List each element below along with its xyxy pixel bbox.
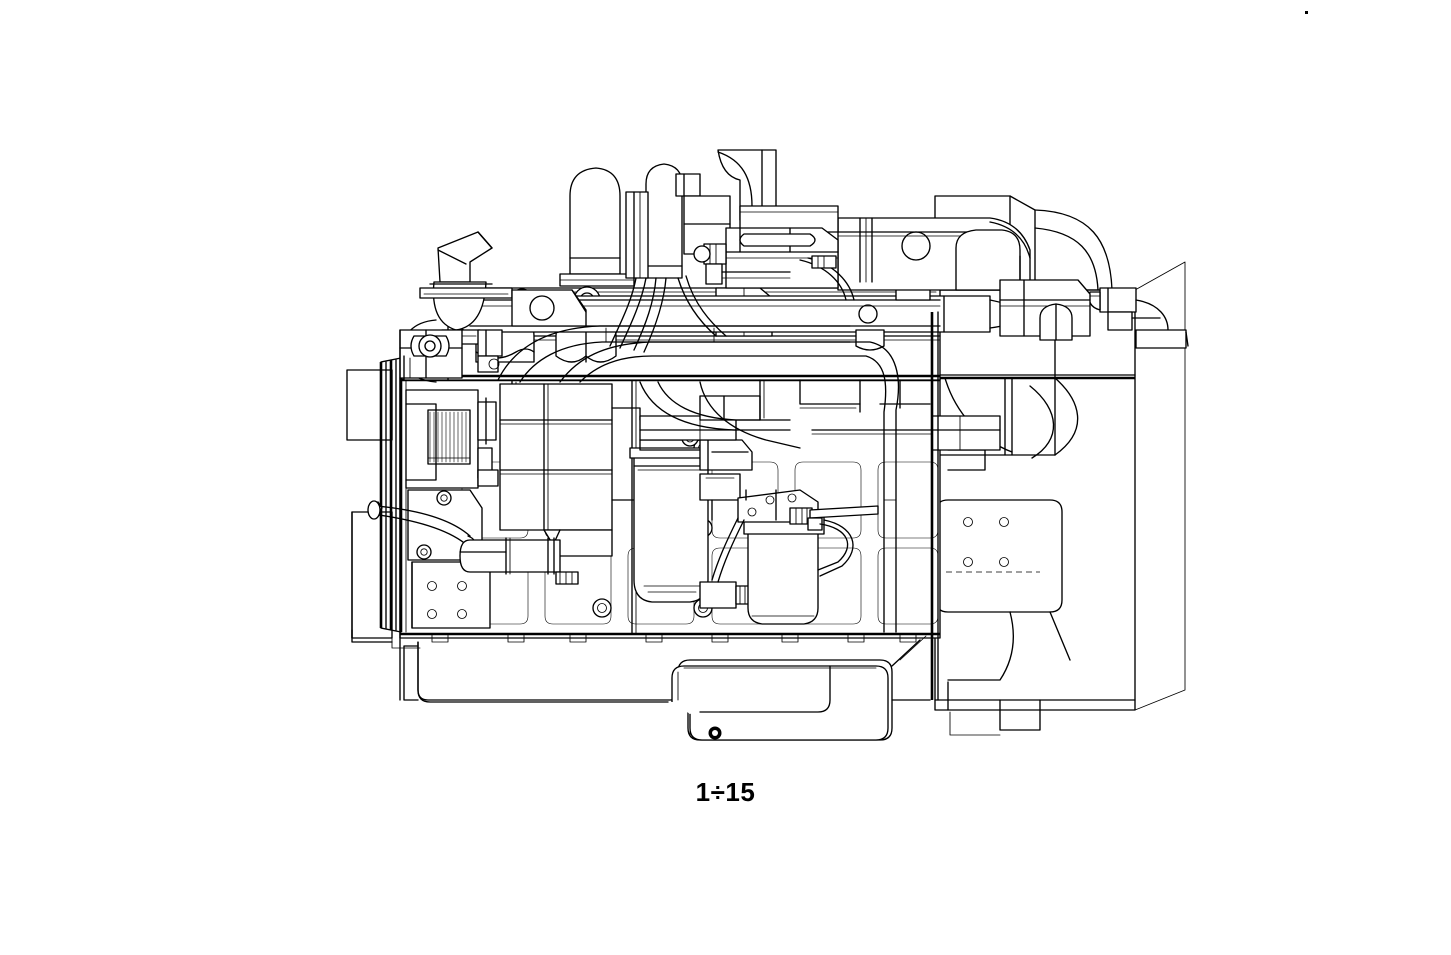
flywheel-housing: [905, 195, 1186, 736]
coolant-hose-upper: [497, 325, 851, 383]
dipstick-tube: [367, 500, 475, 547]
coolant-hose-lower: [559, 341, 899, 633]
oil-cooler: [459, 383, 641, 585]
air-intake-funnel: [401, 231, 587, 383]
turbocharger: [559, 163, 731, 353]
coolant-hose-branch: [639, 381, 801, 449]
corner-speck-artifact: [1305, 11, 1308, 14]
front-gear-cover: [399, 329, 463, 379]
exhaust-elbow: [717, 149, 1031, 291]
fuel-filter: [711, 489, 879, 625]
block-rear-seam: [930, 311, 939, 701]
oil-pan: [403, 635, 931, 741]
head-rail-fittings: [1035, 287, 1189, 349]
rear-adapter: [999, 279, 1091, 341]
starter-motor: [931, 415, 1001, 451]
fuel-injection-pump: [693, 227, 855, 301]
block-side-plate: [639, 395, 761, 441]
block-ledge: [759, 379, 941, 435]
figure-caption: 1÷15: [695, 777, 756, 807]
